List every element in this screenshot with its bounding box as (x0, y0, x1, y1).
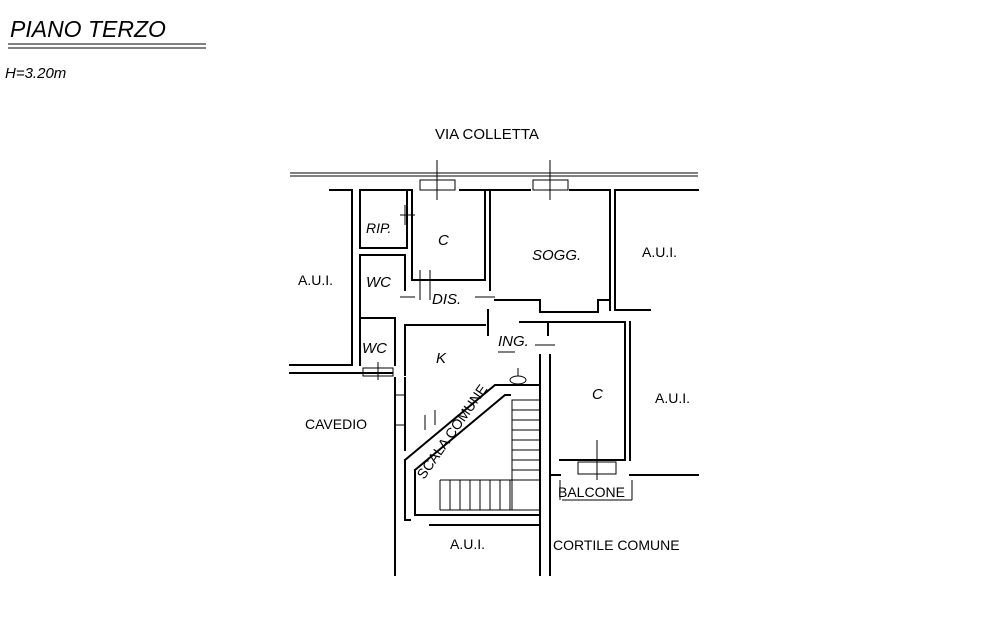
room-label-dis: DIS. (432, 291, 461, 308)
room-label-c-top: C (438, 232, 449, 249)
room-label-scala: SCALA COMUNE (413, 381, 490, 481)
plan-title: PIANO TERZO (10, 16, 166, 42)
label-balcone: BALCONE (558, 484, 625, 500)
door-openings (400, 205, 633, 501)
room-label-c-right: C (592, 386, 603, 403)
label-aui-bottom: A.U.I. (450, 536, 485, 552)
label-aui-left: A.U.I. (298, 272, 333, 288)
label-cortile-comune: CORTILE COMUNE (553, 537, 680, 553)
label-aui-right-top: A.U.I. (642, 244, 677, 260)
interior-walls (359, 189, 611, 376)
height-note: H=3.20m (5, 65, 66, 82)
stair-treads (439, 399, 541, 511)
room-label-sogg: SOGG. (532, 247, 581, 264)
label-aui-right-mid: A.U.I. (655, 390, 690, 406)
windows (362, 160, 617, 480)
lamp-icon (509, 375, 527, 385)
street-front-line (290, 172, 698, 177)
room-label-rip: RIP. (366, 220, 391, 236)
street-label: VIA COLLETTA (435, 126, 539, 143)
room-label-ing: ING. (498, 333, 529, 350)
room-label-wc-upper: WC (366, 274, 391, 291)
label-cavedio: CAVEDIO (305, 416, 367, 432)
room-label-wc-lower: WC (362, 340, 387, 357)
room-label-k: K (436, 350, 447, 367)
outer-walls (289, 189, 699, 576)
